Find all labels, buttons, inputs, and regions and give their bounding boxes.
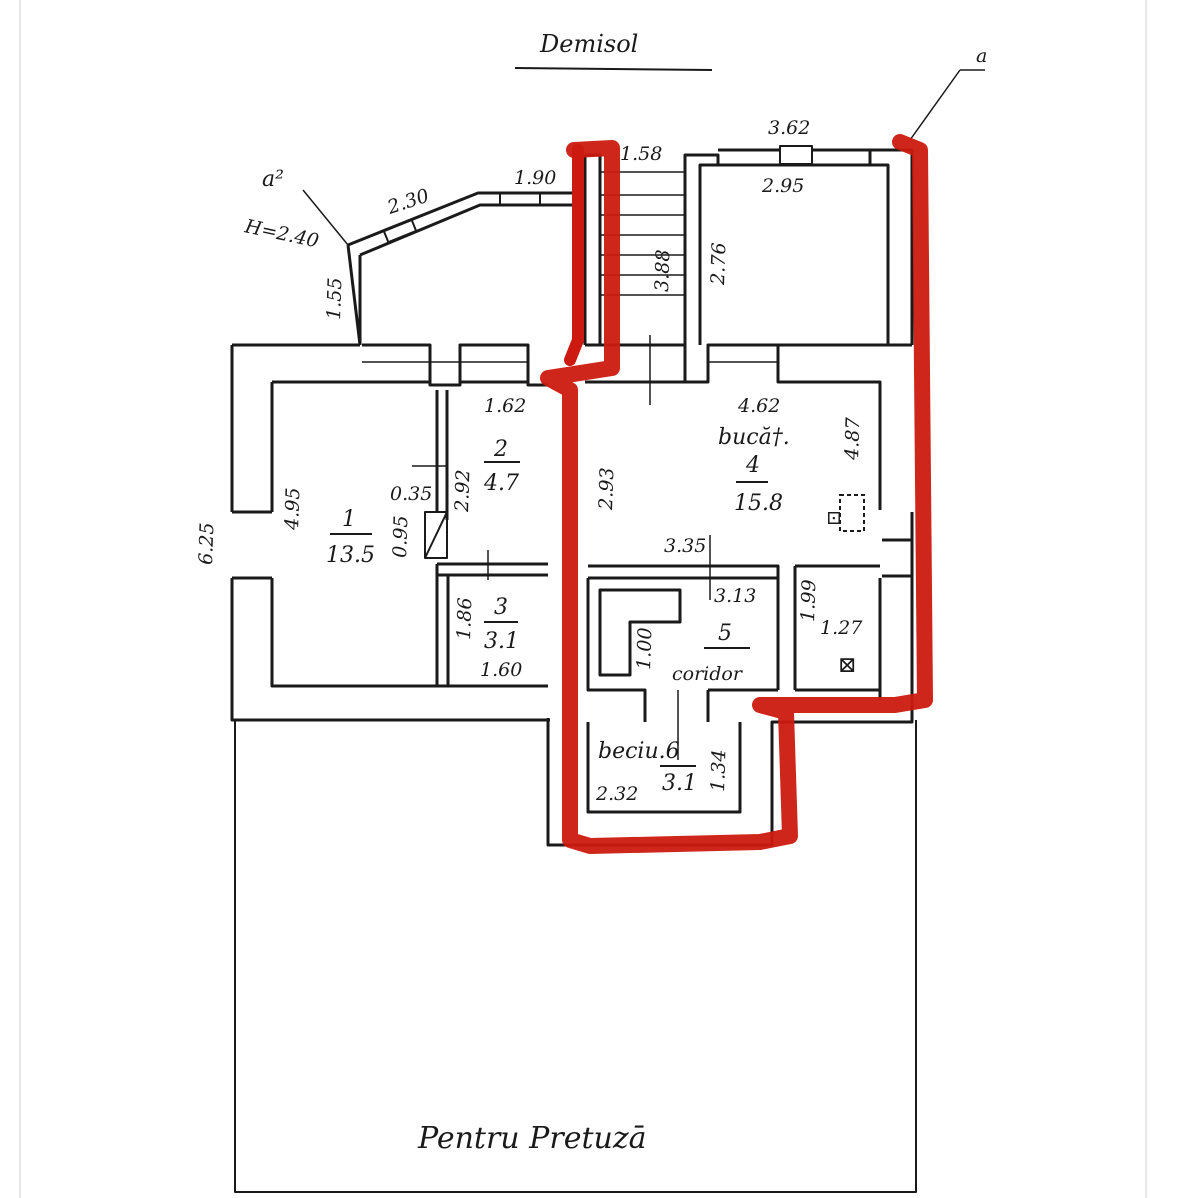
upper-room-walls (683, 148, 914, 345)
dim-276: 2.76 (707, 242, 730, 286)
dim-095: 0.95 (389, 515, 412, 558)
dim-292: 2.92 (451, 469, 474, 513)
vestibule-window-1 (382, 218, 418, 244)
axis-mark-a: a (976, 45, 987, 67)
axis-line-a2 (302, 189, 349, 246)
plan-title: Demisol (539, 30, 638, 58)
upper-room-window (779, 145, 813, 165)
dim-134: 1.34 (707, 749, 730, 792)
dim-155: 1.55 (323, 277, 346, 320)
dim-293: 2.93 (595, 467, 618, 511)
vestibule-walls (346, 191, 577, 346)
north-wall (362, 343, 548, 387)
door-swing-2 (424, 511, 448, 559)
dim-362: 3.62 (768, 117, 810, 139)
stair-steps (600, 171, 685, 405)
room-1-number: 1 (342, 507, 356, 532)
dim-625: 6.25 (195, 522, 218, 565)
room-3-number: 3 (494, 595, 508, 620)
height-mark: H=2.40 (242, 215, 321, 252)
room-6-area: 3.1 (662, 771, 697, 796)
dim-160: 1.60 (480, 659, 522, 681)
room-5-number: 5 (718, 621, 732, 646)
dim-388: 3.88 (651, 249, 674, 292)
north-wall-east (608, 343, 912, 510)
room-4-name: bucă†. (718, 425, 790, 450)
dim-313: 3.13 (714, 585, 756, 607)
inner-wall-face (270, 380, 548, 688)
dim-335: 3.35 (664, 535, 706, 557)
footer-inscription: Pentru Pretuzā (417, 1121, 647, 1156)
dim-232: 2.32 (595, 783, 638, 805)
lot-outline (234, 720, 917, 1193)
highlighted-boundary (540, 134, 933, 854)
stair-walls (583, 153, 602, 345)
dim-190: 1.90 (514, 167, 556, 189)
room-5-name: coridor (672, 663, 744, 685)
cellar-walls (586, 722, 742, 814)
dim-199: 1.99 (797, 579, 820, 622)
dim-487: 4.87 (841, 416, 865, 461)
dim-127: 1.27 (820, 617, 863, 639)
room-3-area: 3.1 (484, 629, 519, 654)
dim-158: 1.58 (620, 143, 662, 165)
dim-100: 1.00 (633, 627, 656, 670)
room-1-area: 13.5 (326, 543, 375, 568)
stove-icon (839, 494, 865, 532)
corridor-walls (586, 564, 780, 722)
dim-162: 1.62 (484, 395, 526, 417)
chimney-icon: ⊠ (838, 653, 856, 678)
title-underline (514, 67, 713, 71)
dim-186: 1.86 (453, 597, 476, 640)
room-4-area: 15.8 (734, 491, 783, 516)
dim-295: 2.95 (761, 175, 804, 197)
highlighted-boundary-left (564, 144, 584, 366)
dim-495: 4.95 (281, 487, 304, 531)
room-4-number: 4 (745, 453, 760, 478)
dim-035: 0.35 (390, 483, 432, 505)
dim-462: 4.62 (737, 395, 780, 417)
room-2-number: 2 (493, 437, 508, 462)
room-127-walls (795, 564, 880, 692)
room-6-name: beciu.6 (598, 739, 680, 764)
stove-symbol: ⊡ (826, 507, 842, 529)
axis-mark-a2: a² (262, 167, 284, 192)
outer-wall (230, 343, 914, 847)
room-2-area: 4.7 (483, 471, 519, 496)
door-swing-line (424, 511, 448, 559)
vestibule-window-2 (499, 192, 541, 206)
axis-line-a (909, 69, 961, 141)
